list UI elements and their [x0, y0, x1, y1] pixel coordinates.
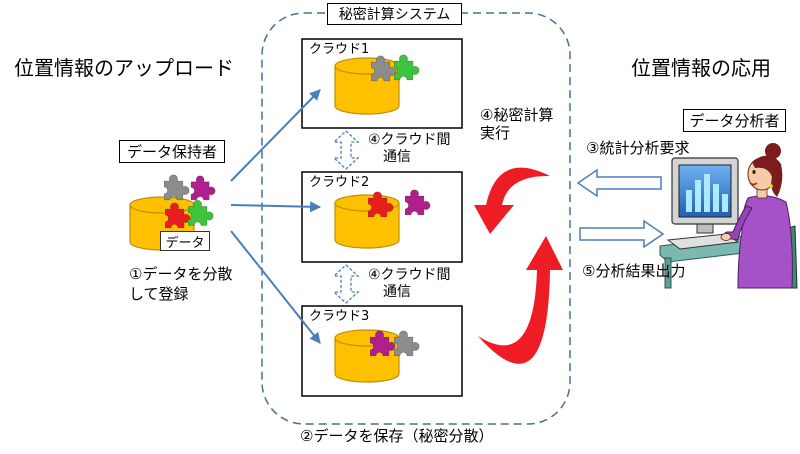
keyboard-icon [666, 233, 740, 250]
analysis-request-label: ③統計分析要求 [586, 139, 690, 157]
inter-cloud-comm-label-line: 通信 [383, 284, 411, 300]
person-icon [720, 143, 793, 289]
data-label: データ [160, 231, 210, 251]
distribute-register-label-line: して登録 [129, 285, 189, 303]
secure-compute-label-line: ④秘密計算 [480, 106, 554, 124]
upload-arrow-cloud-2 [230, 201, 322, 213]
inter-cloud-comm-label-line: ④クラウド間 [368, 132, 451, 148]
cloud-1-label: クラウド1 [309, 42, 370, 57]
inter-cloud-comm-label: ④クラウド間 通信 [368, 132, 451, 166]
database-icon [334, 329, 400, 383]
inter-cloud-comm-label-line: 通信 [383, 149, 411, 165]
bar-chart-icon [686, 174, 728, 212]
system-label: 秘密計算システム [327, 3, 462, 25]
cloud-2-box [301, 171, 463, 263]
puzzle-piece-icon [394, 54, 420, 81]
request-arrow [576, 168, 662, 198]
puzzle-piece-icon [394, 330, 420, 357]
secure-compute-label-line: 実行 [480, 124, 511, 142]
output-arrow [579, 219, 665, 249]
puzzle-piece-icon [164, 174, 190, 201]
distribute-register-label-line: ①データを分散 [129, 265, 233, 283]
data-analyst-illustration [659, 143, 798, 289]
rotation-arrow-bottom [478, 236, 563, 364]
distribute-register-label: ①データを分散 して登録 [129, 264, 232, 304]
upload-arrow-cloud-1 [230, 89, 321, 182]
application-heading: 位置情報の応用 [631, 56, 771, 80]
rotation-arrow-top [474, 167, 550, 234]
cloud-3-label: クラウド3 [309, 309, 370, 324]
upload-arrow-cloud-3 [230, 230, 321, 344]
desk-leg [664, 257, 672, 289]
data-analyst-label: データ分析者 [683, 109, 786, 132]
upload-heading: 位置情報のアップロード [14, 56, 234, 80]
cloud-1-box [301, 38, 463, 129]
cloud-3-box [301, 305, 463, 397]
inter-cloud-comm-label-line: ④クラウド間 [368, 267, 451, 283]
inter-cloud-comm-arrow [332, 264, 360, 304]
puzzle-piece-icon [405, 189, 431, 216]
secure-compute-label: ④秘密計算 実行 [480, 106, 553, 142]
storage-caption: ②データを保存（秘密分散） [300, 427, 494, 445]
puzzle-piece-icon [190, 175, 216, 201]
monitor-stand [696, 223, 714, 234]
inter-cloud-comm-label: ④クラウド間 通信 [368, 267, 451, 301]
cloud-2-label: クラウド2 [309, 175, 370, 190]
inter-cloud-comm-arrow [332, 130, 360, 170]
analysis-output-label: ⑤分析結果出力 [582, 262, 686, 280]
data-holder-label: データ保持者 [119, 140, 225, 163]
